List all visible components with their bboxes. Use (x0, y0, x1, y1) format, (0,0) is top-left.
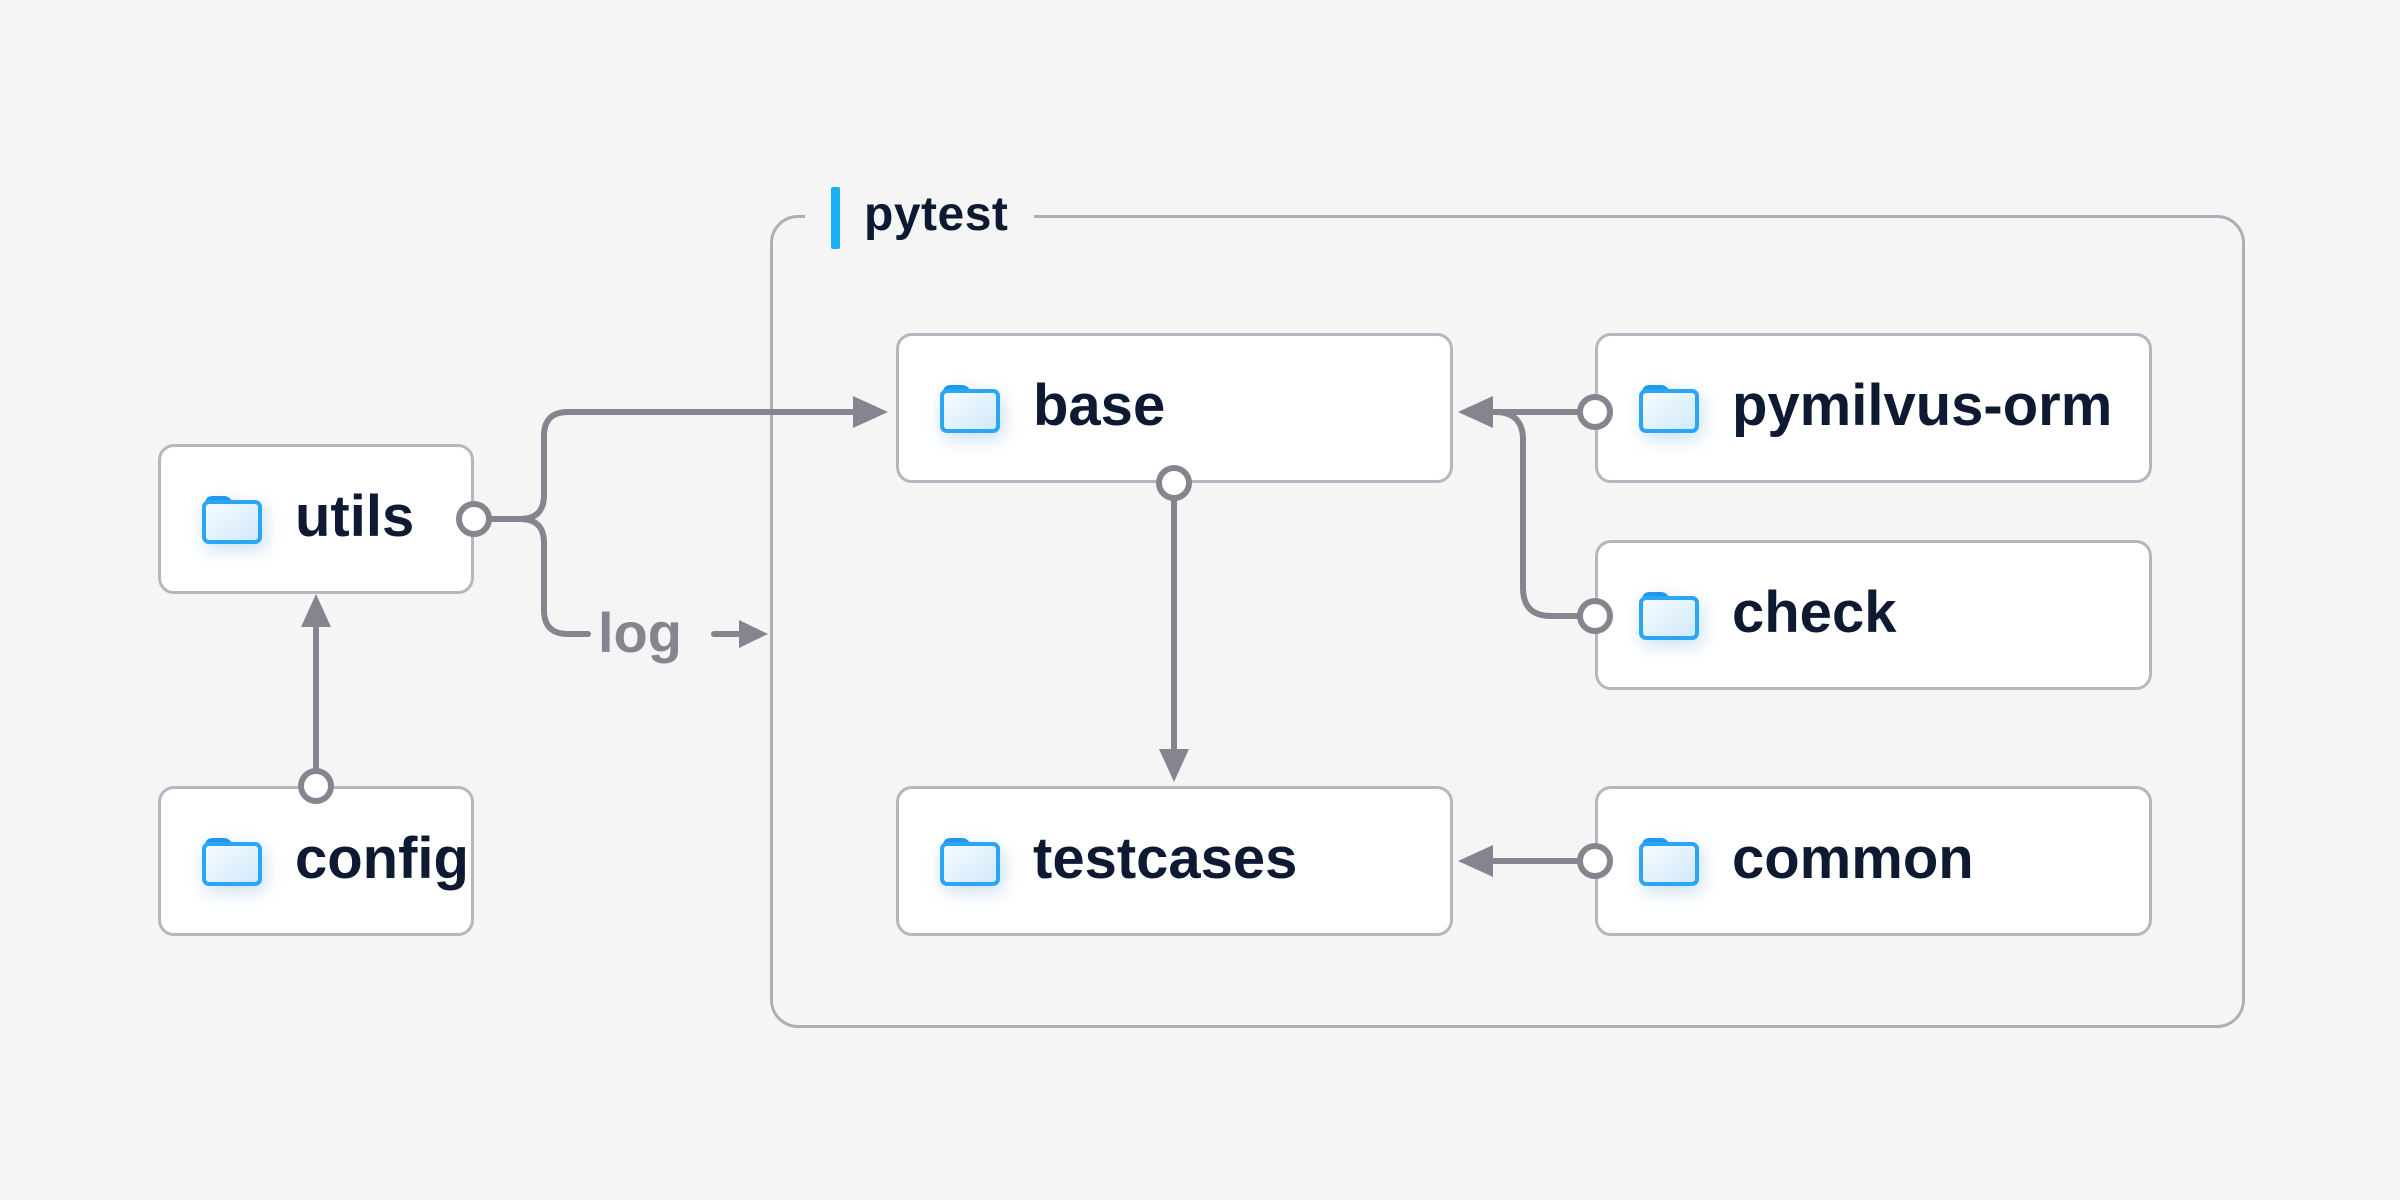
container-label-text: pytest (864, 188, 1009, 241)
node-label: config (295, 826, 469, 891)
accent-bar (831, 187, 840, 249)
edge-utils-to-log (517, 516, 591, 637)
pytest-container-label: pytest (805, 184, 1035, 252)
node-label: pymilvus-orm (1732, 373, 2113, 438)
folder-icon (199, 834, 265, 888)
edge-label-log: log (598, 601, 682, 664)
folder-icon (1636, 588, 1702, 642)
node-check: check (1595, 540, 2152, 690)
node-common: common (1595, 786, 2152, 936)
node-utils: utils (158, 444, 474, 594)
node-base: base (896, 333, 1453, 483)
node-label: check (1732, 580, 1897, 645)
node-label: testcases (1033, 826, 1298, 891)
folder-icon (1636, 381, 1702, 435)
node-pymilvus-orm: pymilvus-orm (1595, 333, 2152, 483)
node-testcases: testcases (896, 786, 1453, 936)
arrowhead-up-utils (301, 594, 331, 627)
node-label: base (1033, 373, 1166, 438)
pytest-container: pytest (770, 184, 2245, 1028)
folder-icon (937, 834, 1003, 888)
node-config: config (158, 786, 474, 936)
node-label: common (1732, 826, 1974, 891)
folder-icon (937, 381, 1003, 435)
node-label: utils (295, 484, 415, 549)
arrowhead-right-container (739, 620, 768, 648)
folder-icon (199, 492, 265, 546)
folder-icon (1636, 834, 1702, 888)
